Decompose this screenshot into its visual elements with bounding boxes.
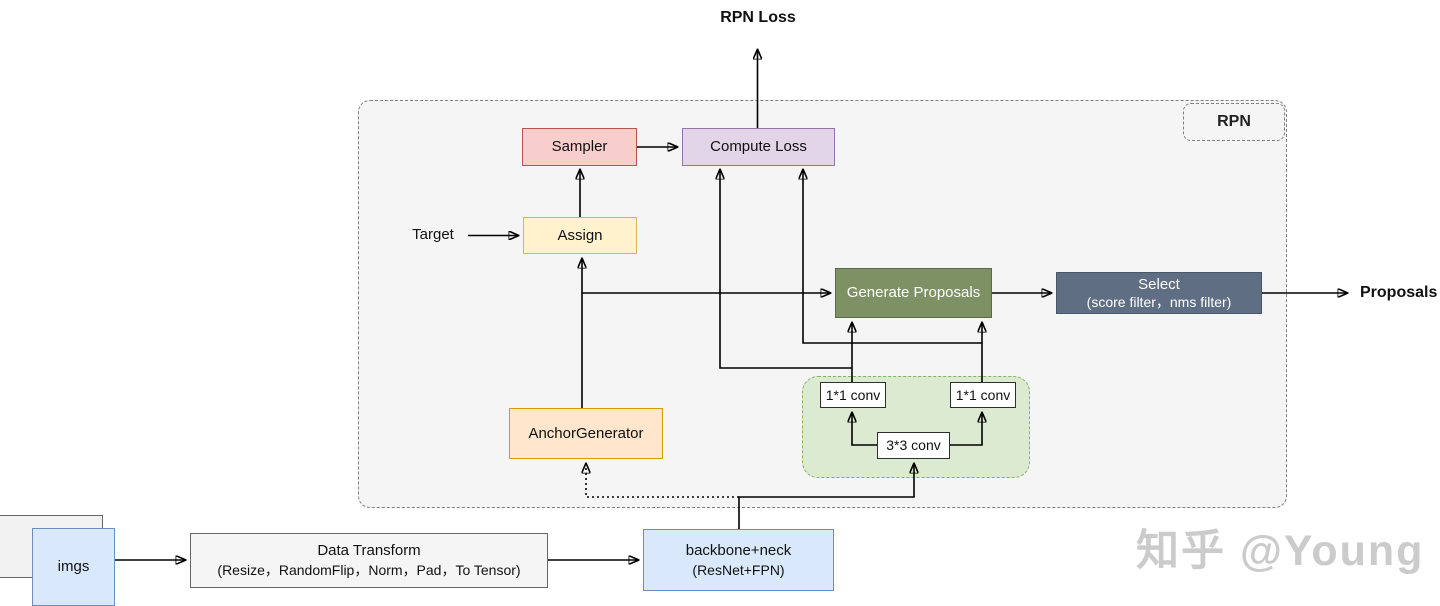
node-conv3x3: 3*3 conv: [877, 432, 950, 459]
node-anchor-generator: AnchorGenerator: [509, 408, 663, 459]
compute-loss-label: Compute Loss: [710, 138, 807, 155]
node-backbone-neck: backbone+neck (ResNet+FPN): [643, 529, 834, 591]
target-label: Target: [412, 226, 454, 243]
conv3x3-label: 3*3 conv: [886, 437, 941, 454]
anchor-generator-label: AnchorGenerator: [528, 424, 644, 442]
select-sublabel: (score filter，nms filter): [1086, 293, 1232, 310]
conv1x1-left-label: 1*1 conv: [825, 386, 881, 403]
proposals-label: Proposals: [1360, 284, 1438, 301]
node-assign: Assign: [523, 217, 637, 254]
data-transform-label: Data Transform: [317, 542, 421, 560]
node-conv1x1-left: 1*1 conv: [820, 382, 886, 408]
node-generate-proposals: Generate Proposals: [835, 268, 992, 318]
rpn-loss-label: RPN Loss: [720, 9, 796, 26]
node-data-transform: Data Transform (Resize，RandomFlip，Norm，P…: [190, 533, 548, 588]
backbone-sublabel: (ResNet+FPN): [692, 561, 785, 578]
imgs-label: imgs: [57, 558, 90, 575]
data-transform-sublabel: (Resize，RandomFlip，Norm，Pad，To Tensor): [217, 562, 521, 579]
node-conv1x1-right: 1*1 conv: [950, 382, 1016, 408]
zhihu-watermark: 知乎 @Young: [1136, 527, 1425, 575]
assign-label: Assign: [557, 226, 603, 244]
node-sampler: Sampler: [522, 128, 637, 166]
sampler-label: Sampler: [551, 138, 608, 155]
node-compute-loss: Compute Loss: [682, 128, 835, 166]
conv1x1-right-label: 1*1 conv: [955, 386, 1011, 403]
select-label: Select: [1138, 275, 1180, 293]
backbone-label: backbone+neck: [685, 541, 792, 559]
rpn-container-tag: RPN: [1183, 103, 1285, 141]
generate-proposals-label: Generate Proposals: [846, 284, 981, 301]
node-imgs: imgs: [32, 528, 115, 606]
node-select: Select (score filter，nms filter): [1056, 272, 1262, 314]
